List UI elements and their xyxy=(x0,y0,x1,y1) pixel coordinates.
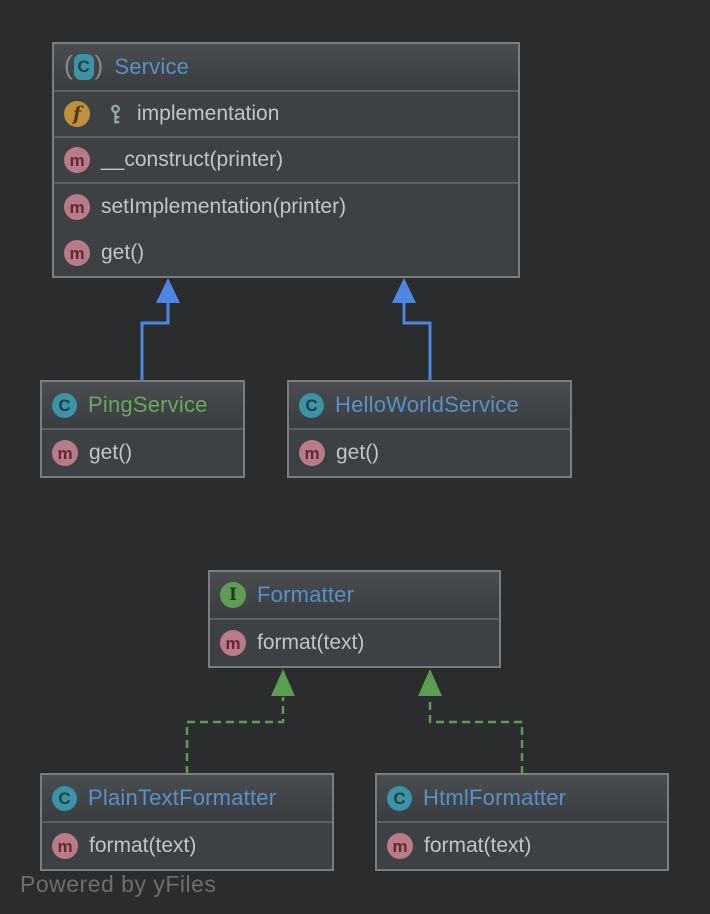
method-icon: m xyxy=(64,194,90,220)
method-label: get() xyxy=(89,441,133,464)
method-label: get() xyxy=(336,441,380,464)
extends-edge-helloworldservice-to-service[interactable] xyxy=(392,278,432,381)
member-row-field[interactable]: f implementation xyxy=(54,92,518,138)
method-label: format(text) xyxy=(257,631,365,654)
member-row-method[interactable]: m setImplementation(printer) xyxy=(54,184,518,230)
class-node-helloworldservice[interactable]: C HelloWorldService m get() xyxy=(287,380,572,478)
method-icon: m xyxy=(387,833,413,859)
extends-edge-pingservice-to-service[interactable] xyxy=(140,278,180,381)
implements-arrowhead xyxy=(271,669,295,696)
class-title: PlainTextFormatter xyxy=(88,785,277,810)
implements-edge-htmlformatter-to-formatter[interactable] xyxy=(418,669,524,774)
field-icon: f xyxy=(64,101,90,127)
class-node-plaintextformatter[interactable]: C PlainTextFormatter m format(text) xyxy=(40,773,334,871)
method-icon: m xyxy=(52,833,78,859)
class-node-pingservice[interactable]: C PingService m get() xyxy=(40,380,245,478)
class-title: HtmlFormatter xyxy=(423,785,567,810)
interface-node-formatter[interactable]: I Formatter m format(text) xyxy=(208,570,501,668)
paren-right: ) xyxy=(94,50,104,80)
class-header[interactable]: I Formatter xyxy=(210,572,499,620)
method-label: format(text) xyxy=(424,834,532,857)
class-header[interactable]: C PingService xyxy=(42,382,243,430)
method-label: __construct(printer) xyxy=(101,148,284,171)
class-title: HelloWorldService xyxy=(335,392,519,417)
method-label: setImplementation(printer) xyxy=(101,195,347,218)
class-icon: C xyxy=(387,785,412,811)
method-icon: m xyxy=(299,440,325,466)
class-title: Service xyxy=(114,54,190,79)
key-icon xyxy=(107,104,124,125)
class-icon: C xyxy=(52,785,77,811)
member-row-method[interactable]: m get() xyxy=(54,230,518,276)
member-row-method[interactable]: m get() xyxy=(42,430,243,476)
class-title: Formatter xyxy=(257,582,355,607)
class-icon: C xyxy=(299,392,324,418)
paren-left: ( xyxy=(64,50,73,80)
field-label: implementation xyxy=(137,102,280,125)
member-row-constructor[interactable]: m __construct(printer) xyxy=(54,138,518,184)
class-icon: C xyxy=(52,392,77,418)
abstract-class-icon: ( C ) xyxy=(64,50,104,80)
member-row-method[interactable]: m format(text) xyxy=(210,620,499,666)
member-row-method[interactable]: m get() xyxy=(289,430,570,476)
class-header[interactable]: C HtmlFormatter xyxy=(377,775,667,823)
class-header[interactable]: C PlainTextFormatter xyxy=(42,775,332,823)
inheritance-arrowhead xyxy=(392,278,416,303)
yfiles-watermark: Powered by yFiles xyxy=(20,871,217,897)
method-label: format(text) xyxy=(89,834,197,857)
method-label: get() xyxy=(101,241,145,264)
interface-icon: I xyxy=(220,582,246,608)
inheritance-arrowhead xyxy=(156,278,180,303)
method-icon: m xyxy=(64,240,90,266)
class-node-htmlformatter[interactable]: C HtmlFormatter m format(text) xyxy=(375,773,669,871)
class-title: PingService xyxy=(88,392,208,417)
implements-arrowhead xyxy=(418,669,442,696)
member-row-method[interactable]: m format(text) xyxy=(42,823,332,869)
implements-edge-plaintextformatter-to-formatter[interactable] xyxy=(185,669,295,774)
class-header[interactable]: ( C ) Service xyxy=(54,44,518,92)
method-icon: m xyxy=(220,630,246,656)
class-node-service[interactable]: ( C ) Service f implementation m __const… xyxy=(52,42,520,278)
member-row-method[interactable]: m format(text) xyxy=(377,823,667,869)
class-header[interactable]: C HelloWorldService xyxy=(289,382,570,430)
method-icon: m xyxy=(52,440,78,466)
class-letter: C xyxy=(73,54,94,80)
method-icon: m xyxy=(64,147,90,173)
